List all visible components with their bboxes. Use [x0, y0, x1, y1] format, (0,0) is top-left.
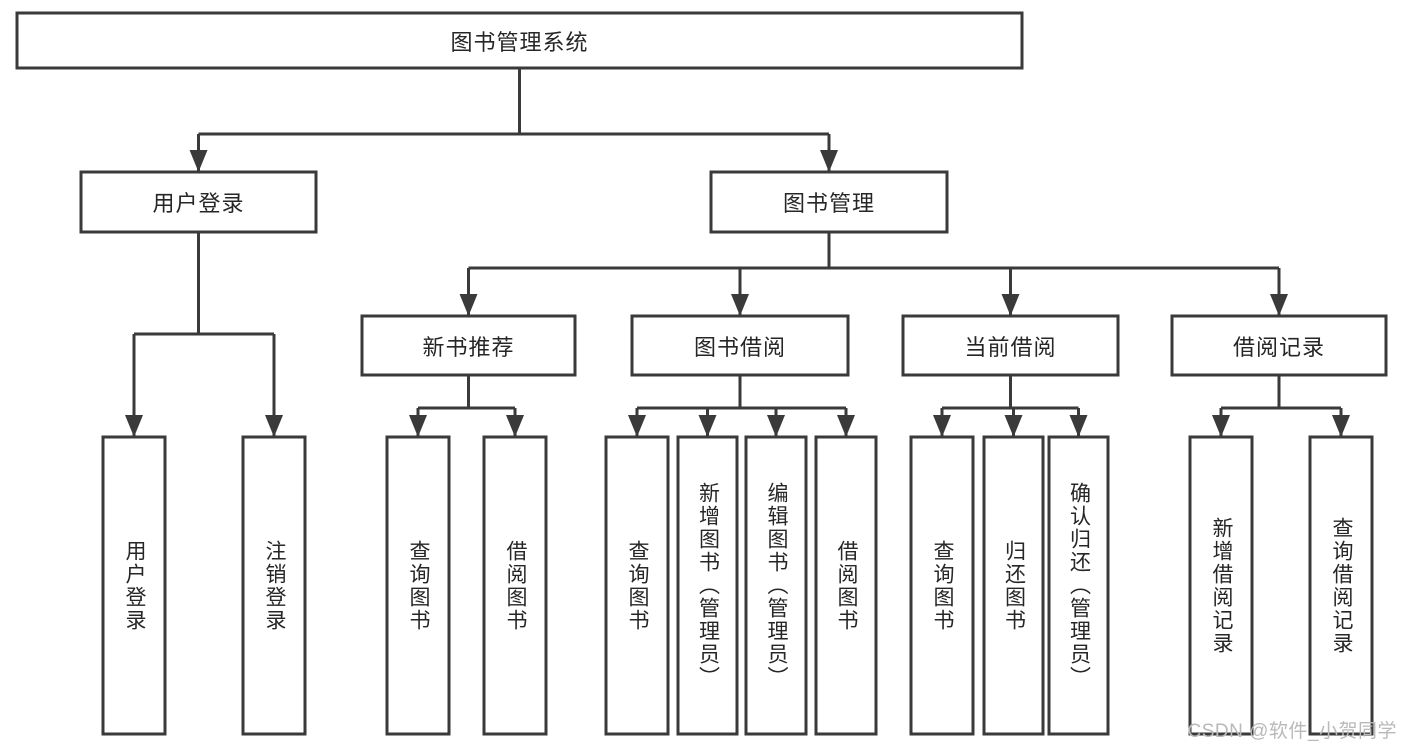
node-box-leaf-borrow-book-1[interactable]	[482, 435, 548, 736]
arrow-head-icon	[1004, 415, 1023, 437]
arrow-head-icon	[1212, 415, 1230, 437]
arrow-head-icon	[731, 294, 749, 316]
node-box-leaf-add-book[interactable]	[676, 435, 739, 736]
node-box-leaf-user-login[interactable]	[101, 435, 167, 736]
node-box-borrow-record[interactable]	[1170, 314, 1388, 377]
node-box-leaf-query-record[interactable]	[1308, 435, 1374, 736]
node-box-leaf-return-book[interactable]	[982, 435, 1045, 736]
node-box-leaf-confirm-ret[interactable]	[1047, 435, 1110, 736]
arrow-head-icon	[189, 150, 208, 172]
arrow-head-icon	[628, 415, 646, 437]
arrow-head-icon	[820, 150, 838, 172]
arrow-head-icon	[506, 415, 524, 437]
arrow-head-icon	[409, 415, 427, 437]
arrow-head-icon	[767, 415, 785, 437]
arrow-head-icon	[459, 294, 478, 316]
node-box-user-login[interactable]	[79, 170, 318, 234]
node-box-leaf-add-record[interactable]	[1188, 435, 1254, 736]
arrow-head-icon	[698, 415, 717, 437]
node-box-book-manage[interactable]	[709, 170, 949, 234]
node-box-book-borrow[interactable]	[630, 314, 850, 377]
boxes-layer	[15, 11, 1388, 736]
watermark-text: CSDN @软件_小贺同学	[1187, 721, 1397, 742]
node-box-leaf-query-book-3[interactable]	[909, 435, 975, 736]
node-box-leaf-edit-book[interactable]	[744, 435, 808, 736]
node-box-leaf-query-book-1[interactable]	[385, 435, 451, 736]
arrow-head-icon	[933, 415, 951, 437]
arrow-head-icon	[125, 415, 143, 437]
node-box-current-borrow[interactable]	[901, 314, 1120, 377]
edges-layer	[125, 68, 1350, 437]
node-box-new-book-rec[interactable]	[360, 314, 577, 377]
arrow-head-icon	[837, 415, 855, 437]
arrow-head-icon	[265, 415, 283, 437]
arrow-head-icon	[1270, 294, 1288, 316]
arrow-head-icon	[1001, 294, 1020, 316]
node-box-leaf-borrow-book-2[interactable]	[814, 435, 878, 736]
node-box-leaf-logout[interactable]	[241, 435, 307, 736]
arrow-head-icon	[1069, 415, 1088, 437]
arrow-head-icon	[1332, 415, 1350, 437]
node-box-leaf-query-book-2[interactable]	[604, 435, 670, 736]
node-box-root[interactable]	[15, 11, 1024, 70]
